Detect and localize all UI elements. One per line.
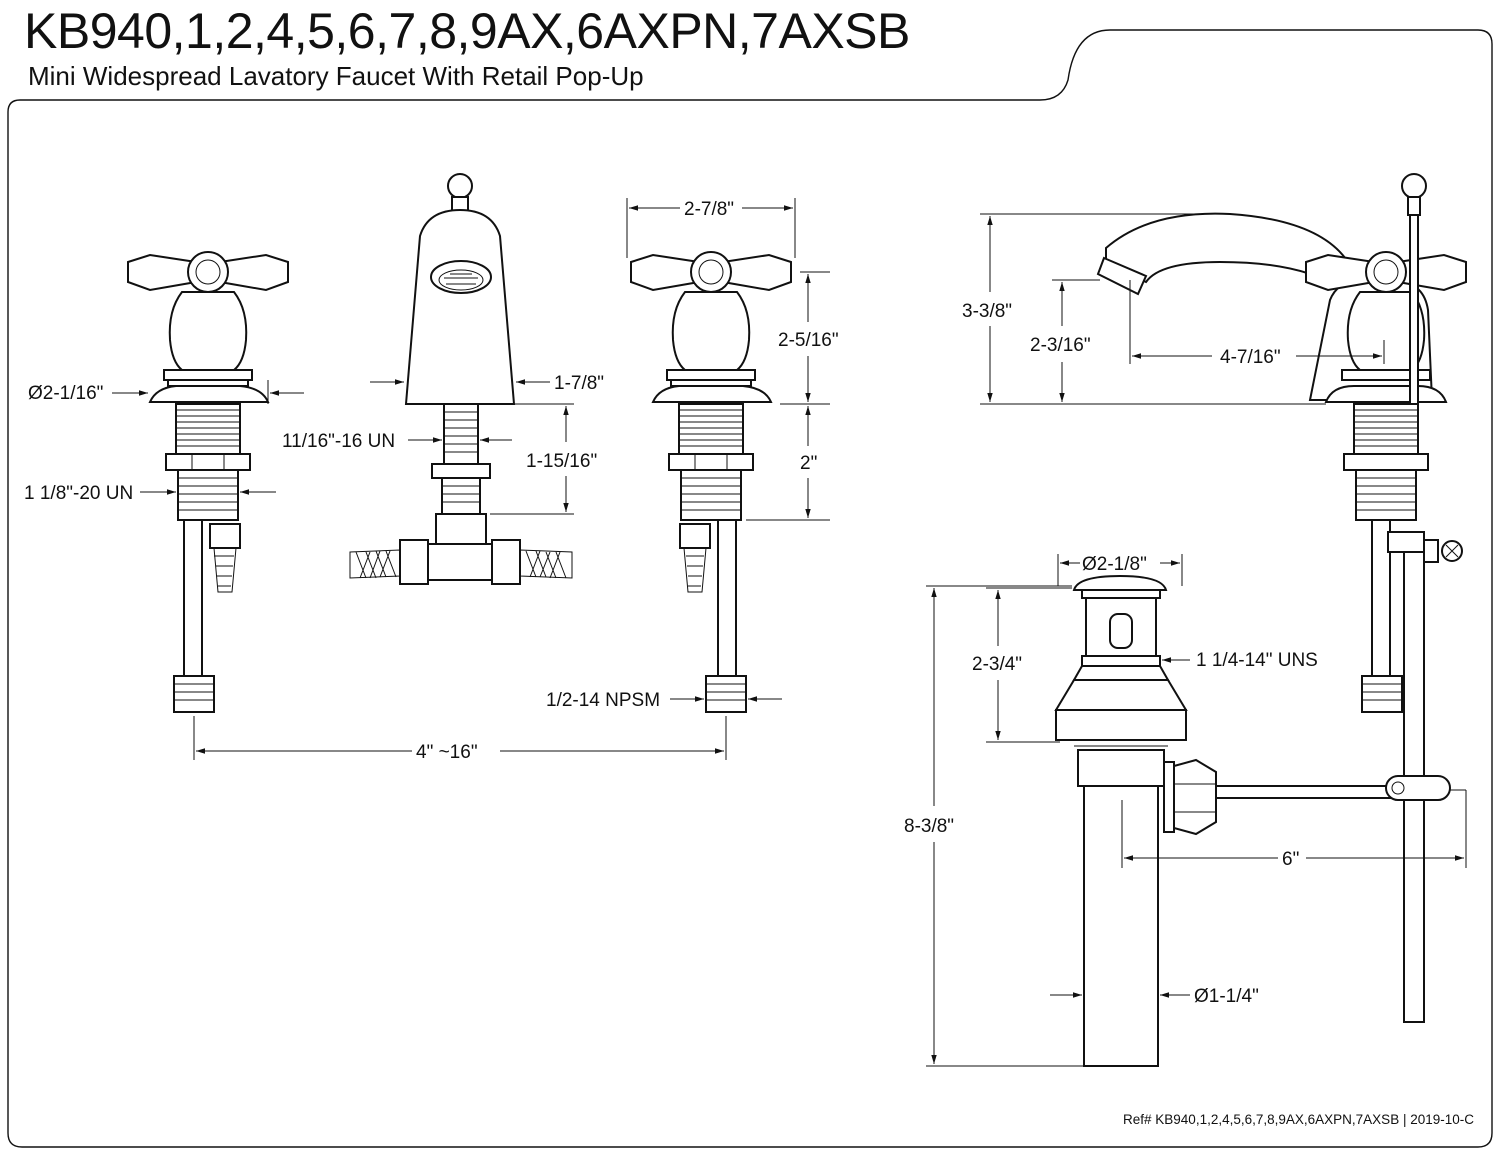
dim-drain-total-length: 8-3/8" — [904, 816, 954, 837]
dim-faucet-height: 3-3/8" — [962, 301, 1012, 322]
dim-handle-height: 2-5/16" — [778, 330, 839, 351]
dim-handle-width: 2-7/8" — [684, 199, 734, 220]
drawing-title: KB940,1,2,4,5,6,7,8,9AX,6AXPN,7AXSB — [24, 3, 910, 59]
dim-spout-clearance: 2-3/16" — [1030, 335, 1091, 356]
dim-supply-connection: 1/2-14 NPSM — [546, 690, 660, 711]
spout-front-view — [349, 173, 573, 585]
dim-spout-reach: 4-7/16" — [1220, 347, 1281, 368]
dim-spread: 4" ~16" — [416, 742, 478, 763]
dim-drain-flange-diameter: Ø2-1/8" — [1082, 554, 1147, 575]
popup-drain-assembly — [1054, 574, 1466, 1067]
dimension-lines — [112, 198, 1467, 1067]
dim-handle-shank-length: 2" — [800, 453, 817, 474]
dim-drain-body-height: 2-3/4" — [972, 654, 1022, 675]
left-handle-valve — [127, 251, 289, 713]
dim-spout-base-width: 1-7/8" — [554, 373, 604, 394]
faucet-side-view — [1096, 173, 1467, 1023]
dim-handle-shank-thread: 1 1/8"-20 UN — [24, 483, 133, 504]
dim-pivot-rod-length: 6" — [1282, 849, 1299, 870]
right-handle-valve — [630, 251, 792, 713]
dim-spout-shank-length: 1-15/16" — [526, 451, 597, 472]
dim-handle-flange-diameter: Ø2-1/16" — [28, 383, 103, 404]
dim-spout-shank-thread: 11/16"-16 UN — [282, 431, 395, 452]
drawing-border — [7, 29, 1493, 1148]
drawing-subtitle: Mini Widespread Lavatory Faucet With Ret… — [28, 61, 644, 91]
dim-tailpiece-diameter: Ø1-1/4" — [1194, 986, 1259, 1007]
dim-drain-thread: 1 1/4-14" UNS — [1196, 650, 1318, 671]
reference-footer: Ref# KB940,1,2,4,5,6,7,8,9AX,6AXPN,7AXSB… — [1123, 1112, 1474, 1127]
